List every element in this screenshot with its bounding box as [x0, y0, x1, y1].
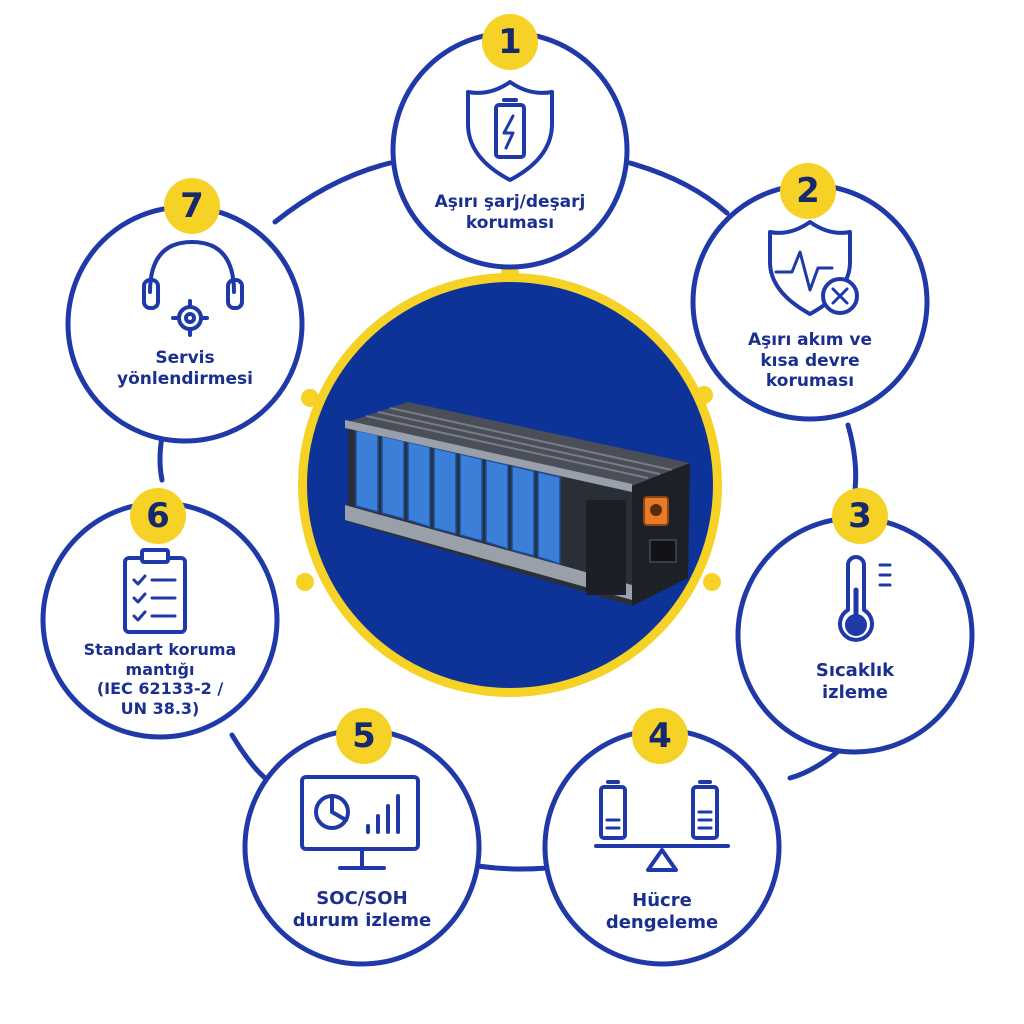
balance-batteries-icon — [594, 780, 730, 872]
step-badge-3: 3 — [832, 488, 888, 544]
shield-pulse-x-icon — [768, 220, 859, 316]
node-label-5: SOC/SOH durum izleme — [292, 888, 432, 931]
step-badge-1: 1 — [482, 14, 538, 70]
battery-pack-image — [129, 402, 690, 606]
node-label-1: Aşırı şarj/deşarj koruması — [434, 192, 586, 233]
shield-battery-icon — [466, 80, 554, 182]
step-badge-2: 2 — [780, 163, 836, 219]
clipboard-checklist-icon — [123, 548, 187, 634]
monitor-chart-icon — [300, 775, 420, 870]
node-label-4: Hücre dengeleme — [605, 890, 719, 933]
node-label-2: Aşırı akım ve kısa devre koruması — [747, 330, 873, 392]
node-label-6: Standart koruma mantığı (IEC 62133-2 / U… — [83, 640, 237, 718]
node-label-7: Servis yönlendirmesi — [117, 348, 253, 389]
thermometer-icon — [838, 555, 892, 642]
headset-gear-icon — [142, 240, 244, 337]
step-badge-7: 7 — [164, 178, 220, 234]
step-badge-4: 4 — [632, 708, 688, 764]
step-badge-5: 5 — [336, 708, 392, 764]
step-badge-6: 6 — [130, 488, 186, 544]
node-label-3: Sıcaklık izleme — [815, 660, 895, 703]
